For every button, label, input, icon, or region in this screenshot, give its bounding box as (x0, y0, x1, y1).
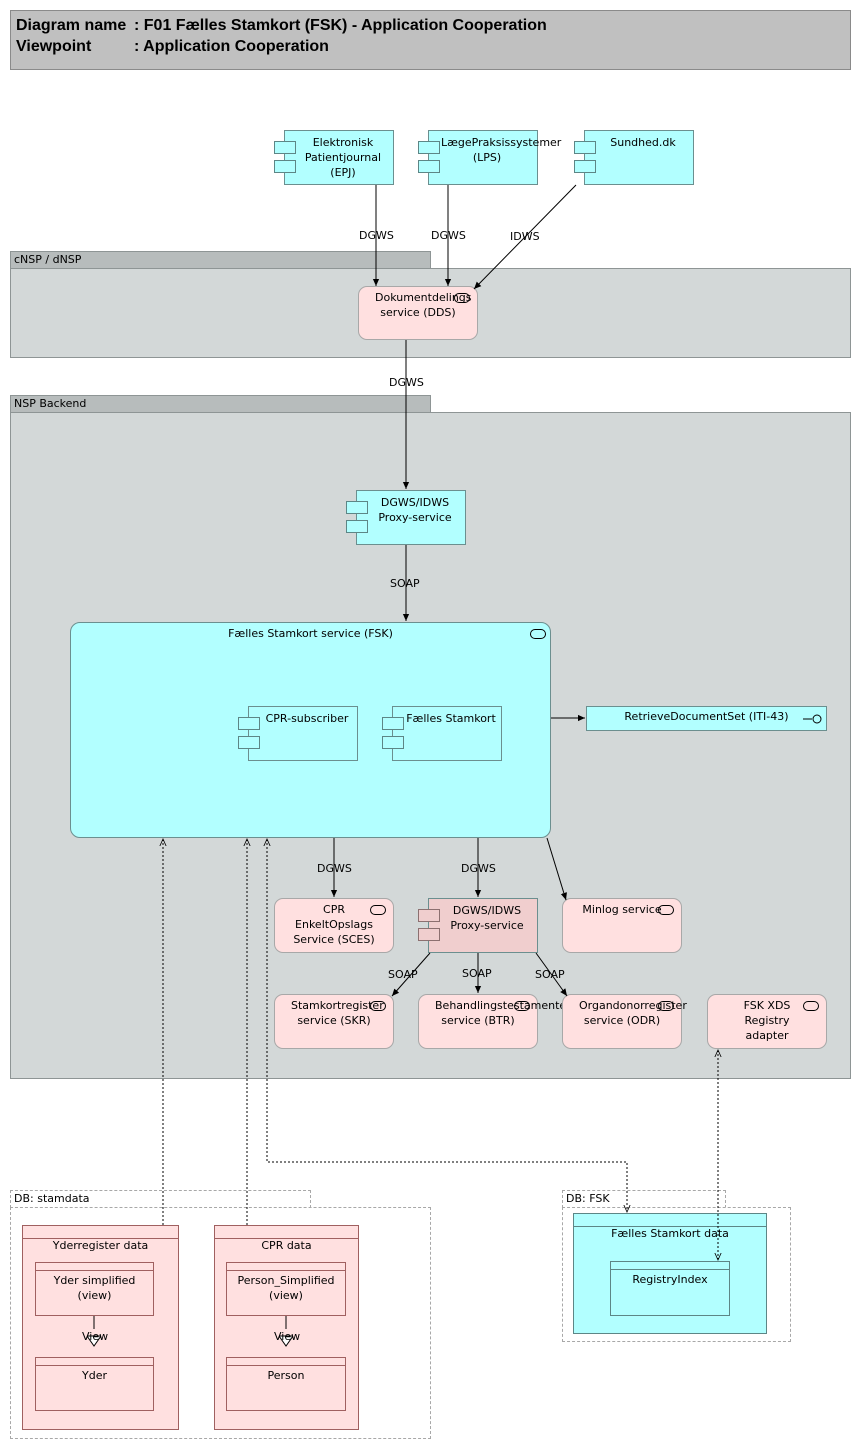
component-faelles-stamkort-label: Fælles Stamkort (406, 712, 496, 725)
component-epj[interactable]: Elektronisk Patientjournal (EPJ) (274, 130, 394, 185)
access-fsk-data (267, 839, 627, 1212)
service-icon (454, 293, 470, 303)
service-icon (530, 629, 546, 639)
component-tab-icon (274, 160, 296, 173)
label-soap-skr: SOAP (388, 968, 418, 981)
data-person-simplified-label: Person_Simplified (view) (237, 1274, 335, 1302)
data-person-simplified[interactable]: Person_Simplified (view) (226, 1262, 346, 1316)
component-lps[interactable]: LægePraksissystemer (LPS) (418, 130, 561, 185)
label-idws-sundhed: IDWS (510, 230, 540, 243)
label-view-person: View (274, 1330, 301, 1343)
component-tab-icon (382, 717, 404, 730)
component-dgws-proxy-top[interactable]: DGWS/IDWS Proxy-service (346, 490, 466, 545)
label-dgws-proxy-bottom: DGWS (461, 862, 496, 875)
data-yder[interactable]: Yder (35, 1357, 154, 1411)
label-dgws-lps: DGWS (431, 229, 466, 242)
data-yder-simplified[interactable]: Yder simplified (view) (35, 1262, 154, 1316)
viewpoint-value: : Application Cooperation (134, 38, 329, 55)
viewpoint-key: Viewpoint (16, 38, 92, 55)
component-cpr-subscriber-label: CPR-subscriber (265, 712, 349, 725)
data-header-line (574, 1226, 766, 1227)
label-view-yder: View (82, 1330, 109, 1343)
component-tab-icon (382, 736, 404, 749)
service-dds[interactable]: Dokumentdelings service (DDS) (358, 286, 478, 340)
data-person-label: Person (267, 1369, 305, 1382)
service-icon (658, 905, 674, 915)
data-registry-index[interactable]: RegistryIndex (610, 1261, 730, 1316)
component-tab-icon (274, 141, 296, 154)
data-header-line (36, 1270, 153, 1271)
component-tab-icon (418, 141, 440, 154)
service-fsk-label: Fælles Stamkort service (FSK) (228, 627, 393, 640)
interface-retrieve-label: RetrieveDocumentSet (ITI-43) (624, 710, 789, 723)
label-dgws-epj: DGWS (359, 229, 394, 242)
data-person[interactable]: Person (226, 1357, 346, 1411)
component-epj-label: Elektronisk Patientjournal (EPJ) (304, 136, 382, 179)
component-tab-icon (346, 501, 368, 514)
component-tab-icon (238, 736, 260, 749)
label-dgws-sces: DGWS (317, 862, 352, 875)
component-lps-label: LægePraksissystemer (LPS) (441, 136, 562, 164)
component-tab-icon (346, 520, 368, 533)
diagram-name-key: Diagram name (16, 17, 127, 34)
data-header-line (227, 1270, 345, 1271)
component-dgws-proxy-top-label: DGWS/IDWS Proxy-service (378, 496, 452, 524)
component-tab-icon (574, 160, 596, 173)
service-icon (658, 1001, 674, 1011)
component-sundhed[interactable]: Sundhed.dk (574, 130, 694, 185)
data-header-line (36, 1365, 153, 1366)
data-cpr-label: CPR data (261, 1239, 312, 1252)
group-tab-db-stamdata: DB: stamdata (10, 1190, 311, 1208)
service-xds-adapter[interactable]: FSK XDS Registry adapter (707, 994, 827, 1049)
data-header-line (227, 1365, 345, 1366)
flow-sundhed-dds (473, 184, 577, 290)
label-soap-proxy: SOAP (390, 577, 420, 590)
component-cpr-subscriber[interactable]: CPR-subscriber (238, 706, 358, 761)
interface-icon (803, 714, 822, 724)
component-faelles-stamkort[interactable]: Fælles Stamkort (382, 706, 502, 761)
flow-fsk-minlog (546, 837, 567, 901)
label-soap-odr: SOAP (535, 968, 565, 981)
data-yderregister-label: Yderregister data (52, 1239, 149, 1252)
component-tab-icon (418, 160, 440, 173)
component-sundhed-label: Sundhed.dk (610, 136, 676, 149)
service-icon (803, 1001, 819, 1011)
component-tab-icon (574, 141, 596, 154)
component-tab-icon (238, 717, 260, 730)
group-tab-nsp-backend: NSP Backend (10, 395, 431, 413)
service-xds-label: FSK XDS Registry adapter (743, 999, 791, 1042)
data-header-line (611, 1269, 729, 1270)
data-yder-label: Yder (82, 1369, 107, 1382)
label-soap-btr: SOAP (462, 967, 492, 980)
data-header-line (23, 1238, 178, 1239)
interface-retrieve-document-set[interactable]: RetrieveDocumentSet (ITI-43) (586, 706, 827, 731)
data-registry-index-label: RegistryIndex (632, 1273, 708, 1286)
data-faelles-stamkort-label: Fælles Stamkort data (611, 1227, 729, 1240)
diagram-header: Diagram name : F01 Fælles Stamkort (FSK) … (10, 10, 851, 70)
data-yder-simplified-label: Yder simplified (view) (53, 1274, 136, 1302)
service-dds-label: Dokumentdelings service (DDS) (375, 291, 472, 319)
data-header-line (215, 1238, 358, 1239)
diagram-name-value: : F01 Fælles Stamkort (FSK) - Applicatio… (134, 17, 547, 34)
label-dgws-dds: DGWS (389, 376, 424, 389)
